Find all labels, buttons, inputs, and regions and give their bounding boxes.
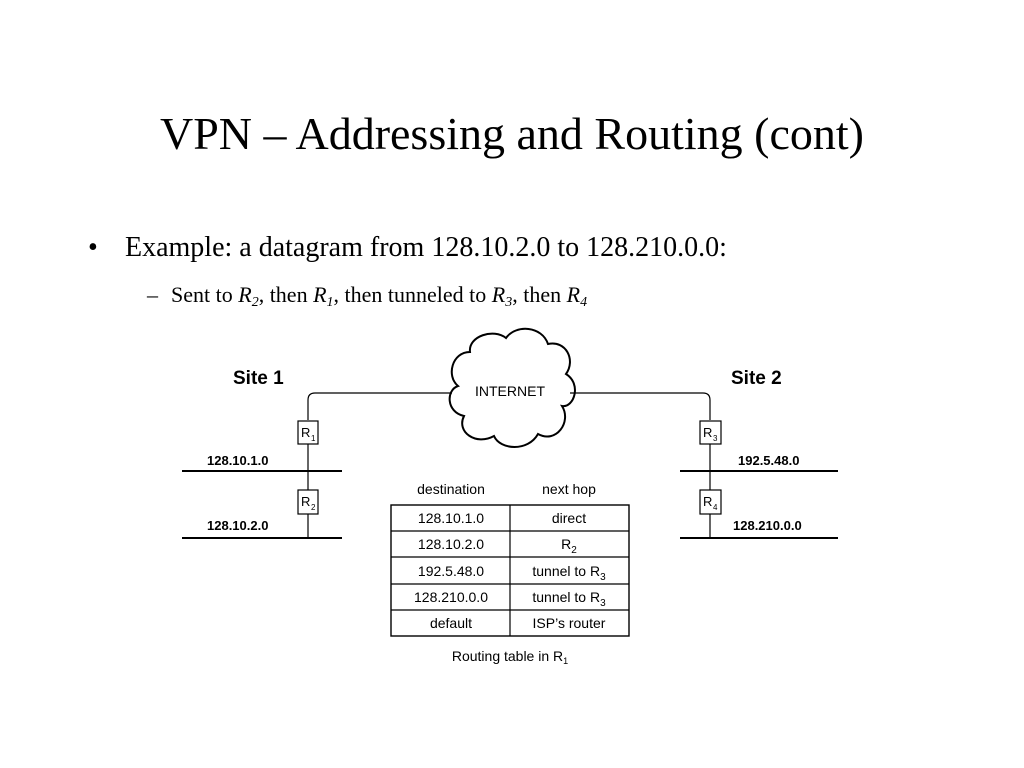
subbullet-text-3: , then tunneled to xyxy=(333,282,492,307)
bullet-marker: • xyxy=(88,232,98,263)
router-r4-letter: R xyxy=(703,494,712,509)
cell-destination: 128.10.1.0 xyxy=(418,510,484,526)
table-row: default ISP’s router xyxy=(430,615,606,631)
router-r1: R 1 xyxy=(297,420,319,445)
site1-internet-link xyxy=(307,392,452,420)
subbullet-text-2: , then xyxy=(258,282,314,307)
cell-next-hop: tunnel to R3 xyxy=(532,563,606,583)
bullet-example: • Example: a datagram from 128.10.2.0 to … xyxy=(88,230,727,266)
subbullet-r2-sub: 2 xyxy=(251,295,259,310)
subbullet-r4: R xyxy=(566,282,581,307)
table-row: 128.10.2.0 R2 xyxy=(418,536,577,556)
subbullet-marker: – xyxy=(147,282,158,307)
router-r1-sub: 1 xyxy=(311,434,316,443)
table-header-destination: destination xyxy=(417,481,485,497)
cell-next-hop: direct xyxy=(552,510,586,526)
router-r4: R 4 xyxy=(699,489,722,515)
cloud-outline xyxy=(448,328,576,448)
routing-table-caption: Routing table in R1 xyxy=(452,648,568,666)
cell-next-hop: R2 xyxy=(561,536,577,556)
site2-network-2-label: 128.210.0.0 xyxy=(733,518,802,533)
cell-destination: default xyxy=(430,615,472,631)
router-r3-letter: R xyxy=(703,425,712,440)
subbullet-r1-sub: 1 xyxy=(326,295,334,310)
internet-cloud: INTERNET xyxy=(448,328,576,448)
table-row: 128.10.1.0 direct xyxy=(418,510,586,526)
subbullet-r3-sub: 3 xyxy=(505,295,513,310)
site1-network-1-label: 128.10.1.0 xyxy=(207,453,268,468)
internet-label: INTERNET xyxy=(475,383,545,399)
subbullet-r3: R xyxy=(491,282,506,307)
site2-label: Site 2 xyxy=(731,368,782,389)
site1-network-2-label: 128.10.2.0 xyxy=(207,518,268,533)
router-r2-sub: 2 xyxy=(311,503,316,512)
router-r2-letter: R xyxy=(301,494,310,509)
site1-label: Site 1 xyxy=(233,368,284,389)
routing-table: destination next hop 128.10.1.0 direct 1… xyxy=(390,481,630,666)
cell-destination: 128.10.2.0 xyxy=(418,536,484,552)
router-r1-letter: R xyxy=(301,425,310,440)
subbullet-r2: R xyxy=(238,282,252,307)
subbullet-text-4: , then xyxy=(512,282,567,307)
router-r3: R 3 xyxy=(699,420,722,445)
cell-next-hop: ISP’s router xyxy=(533,615,606,631)
router-r4-sub: 4 xyxy=(713,503,718,512)
router-r2: R 2 xyxy=(297,489,319,515)
cell-destination: 128.210.0.0 xyxy=(414,589,488,605)
site2-network-1-label: 192.5.48.0 xyxy=(738,453,799,468)
site2-internet-link xyxy=(570,392,711,420)
cell-next-hop: tunnel to R3 xyxy=(532,589,606,609)
slide-title: VPN – Addressing and Routing (cont) xyxy=(159,108,864,159)
subbullet-text-1: Sent to xyxy=(171,282,239,307)
subbullet-path: –Sent to R2, then R1, then tunneled to R… xyxy=(147,280,587,318)
subbullet-r4-sub: 4 xyxy=(580,295,588,310)
subbullet-r1: R xyxy=(313,282,327,307)
table-header-next-hop: next hop xyxy=(542,481,596,497)
table-row: 192.5.48.0 tunnel to R3 xyxy=(418,563,606,583)
table-row: 128.210.0.0 tunnel to R3 xyxy=(414,589,606,609)
bullet-text: Example: a datagram from 128.10.2.0 to 1… xyxy=(125,232,727,263)
router-r3-sub: 3 xyxy=(713,434,718,443)
cell-destination: 192.5.48.0 xyxy=(418,563,484,579)
